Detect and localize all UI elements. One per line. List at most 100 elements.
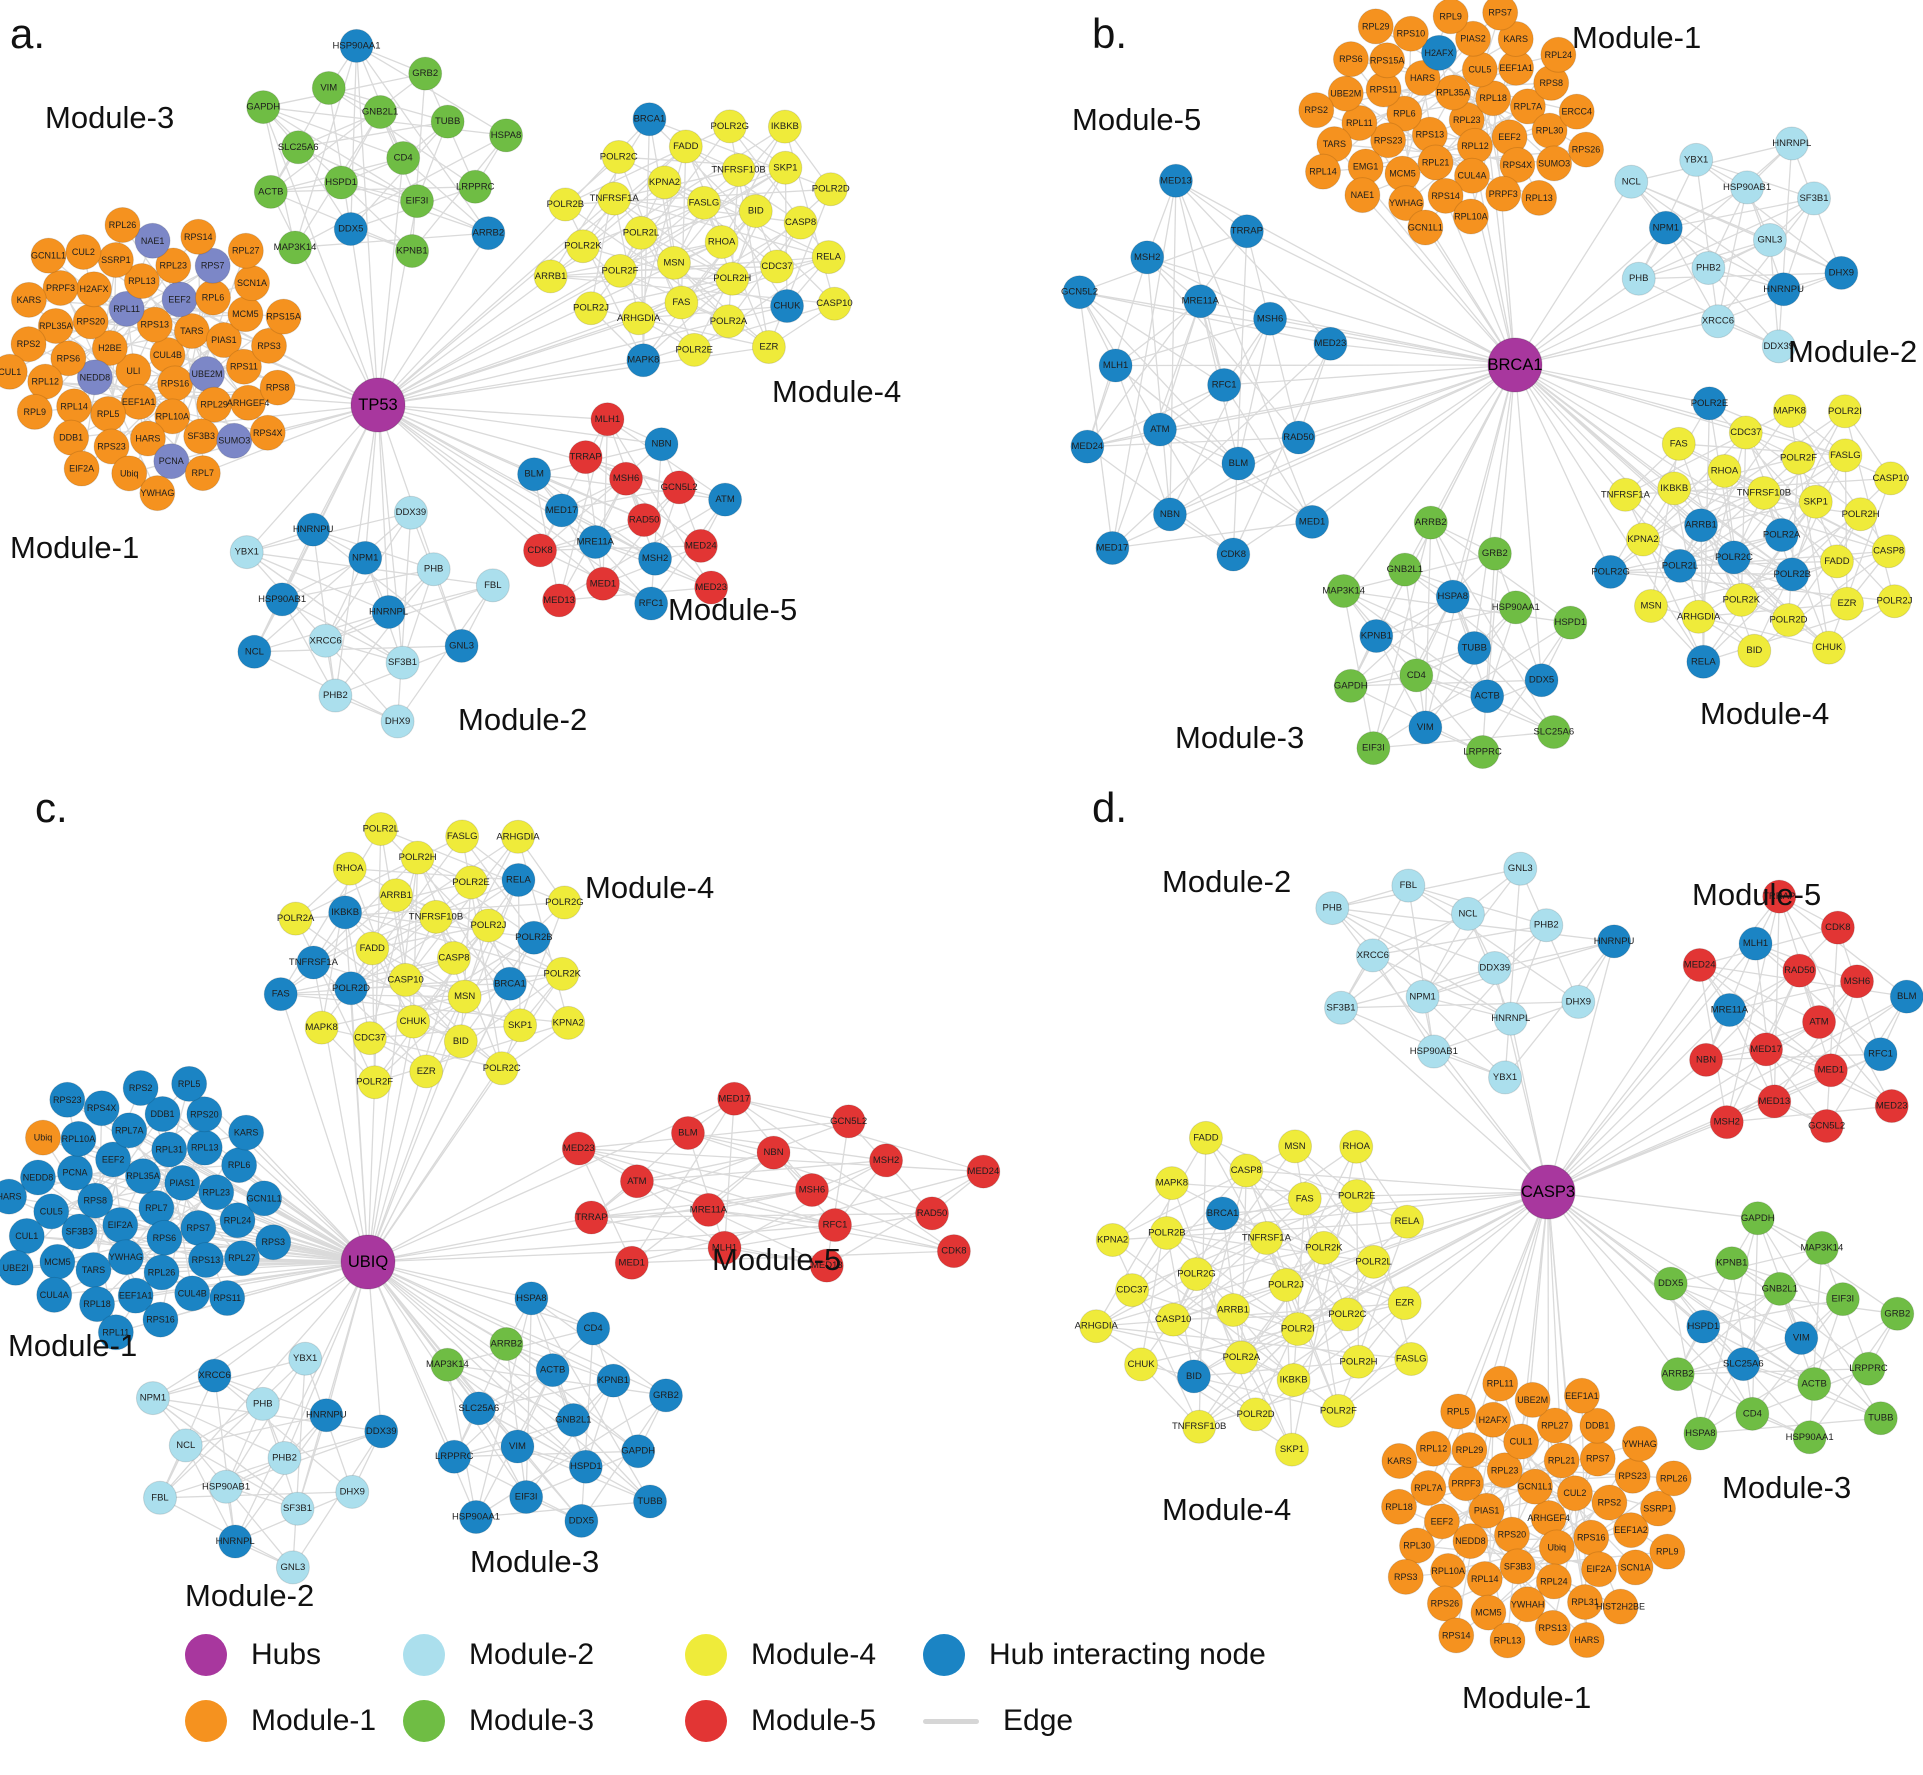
gene-label: CUL4A — [1458, 171, 1487, 181]
edge — [1482, 622, 1571, 753]
module-label: Module-5 — [1072, 102, 1201, 137]
gene-node — [1686, 644, 1721, 679]
gene-label: TNFRSF1A — [1242, 1233, 1292, 1244]
gene-label: POLR2E — [1691, 398, 1729, 409]
gene-label: HARS — [1410, 73, 1435, 83]
hub-edge — [214, 1261, 369, 1377]
gene-label: SF3B1 — [1327, 1002, 1356, 1013]
gene-label: MED13 — [1758, 1096, 1790, 1107]
gene-label: POLR2I — [1828, 406, 1862, 417]
gene-label: ARHGDIA — [1075, 1321, 1119, 1332]
hub-edge — [1514, 181, 1632, 366]
gene-label: CDC37 — [1730, 427, 1761, 438]
gene-node — [408, 56, 443, 91]
gene-label: MED17 — [1750, 1044, 1782, 1055]
gene-node — [1387, 1286, 1422, 1321]
gene-label: GNB2L1 — [555, 1415, 591, 1426]
gene-label: POLR2A — [1223, 1352, 1261, 1363]
gene-node — [1774, 126, 1809, 161]
gene-node — [1276, 1363, 1311, 1398]
gene-label: DHX9 — [340, 1486, 365, 1497]
gene-label: MSN — [1640, 601, 1661, 612]
edge — [550, 275, 733, 280]
edge — [1670, 1283, 1702, 1434]
gene-node — [309, 1398, 344, 1433]
gene-node — [143, 1480, 178, 1515]
edge — [1169, 180, 1177, 515]
hub-edge — [1510, 1018, 1549, 1193]
gene-label: RPS11 — [1370, 84, 1398, 94]
gene-label: MAPK8 — [1156, 1178, 1188, 1189]
gene-node — [174, 1275, 211, 1312]
module-label: Module-1 — [8, 1328, 137, 1363]
gene-node — [1488, 1060, 1523, 1095]
legend-label-module-1: Module-1 — [251, 1704, 377, 1737]
edge — [280, 993, 465, 998]
edge — [475, 1394, 667, 1518]
gene-label: RPL18 — [1385, 1502, 1413, 1512]
hub-edge — [1246, 1169, 1549, 1193]
hub-edge — [1079, 291, 1516, 366]
gene-node — [1657, 471, 1692, 506]
gene-label: MSH6 — [613, 473, 639, 484]
gene-label: RFC1 — [1868, 1049, 1893, 1060]
gene-node — [551, 1005, 586, 1040]
gene-label: EEF1A1 — [119, 1291, 153, 1301]
gene-label: HSP90AB1 — [202, 1481, 250, 1492]
gene-node — [1663, 548, 1698, 583]
hub-edge — [234, 1261, 369, 1542]
gene-node — [1435, 579, 1470, 614]
hub-edge — [377, 275, 551, 406]
gene-label: CHUK — [1815, 642, 1843, 653]
hub-edge — [1547, 1191, 1802, 1339]
gene-node — [1700, 304, 1735, 339]
edge — [270, 186, 476, 193]
gene-label: YBX1 — [1493, 1072, 1517, 1083]
gene-node — [225, 348, 262, 385]
gene-node — [1877, 584, 1912, 619]
gene-node — [694, 570, 729, 605]
gene-node — [1597, 924, 1632, 959]
gene-node — [668, 129, 703, 164]
gene-label: KPNB1 — [1716, 1258, 1747, 1269]
gene-node — [535, 1353, 570, 1388]
gene-label: MRE11A — [690, 1204, 728, 1215]
gene-label: RPL11 — [1346, 118, 1373, 128]
gene-node — [135, 1381, 170, 1416]
edge — [636, 1180, 725, 1249]
module-label: Module-2 — [1162, 864, 1291, 899]
gene-label: EIF3I — [1831, 1294, 1854, 1305]
gene-node — [91, 329, 128, 366]
gene-label: GRB2 — [1482, 548, 1508, 559]
gene-node — [1224, 1340, 1259, 1375]
gene-label: FAS — [1296, 1193, 1314, 1204]
gene-node — [811, 240, 846, 275]
gene-label: POLR2K — [544, 968, 582, 979]
gene-node — [296, 512, 331, 547]
edge — [214, 1375, 353, 1493]
gene-node — [1341, 104, 1378, 141]
gene-node — [585, 566, 620, 601]
gene-node — [1684, 508, 1719, 543]
edge — [578, 1148, 633, 1264]
gene-label: MED13 — [1160, 175, 1192, 186]
gene-label: SF3B3 — [187, 431, 215, 441]
edge — [1112, 521, 1313, 549]
gene-label: RPL27 — [232, 246, 260, 256]
gene-node — [1394, 1342, 1429, 1377]
gene-node — [461, 1391, 496, 1426]
gene-label: EIF2A — [108, 1220, 133, 1230]
edge — [1404, 569, 1426, 728]
gene-node — [197, 1358, 232, 1393]
edge — [539, 443, 662, 551]
gene-node — [648, 1378, 683, 1413]
edge — [262, 106, 418, 202]
gene-node — [1229, 1153, 1264, 1188]
gene-node — [1621, 1425, 1658, 1462]
gene-node — [430, 1347, 465, 1382]
edge — [1781, 410, 1846, 536]
edge — [380, 828, 565, 904]
hub-edge — [367, 957, 455, 1263]
gene-label: DHX9 — [1566, 996, 1591, 1007]
gene-label: EZR — [759, 341, 778, 352]
